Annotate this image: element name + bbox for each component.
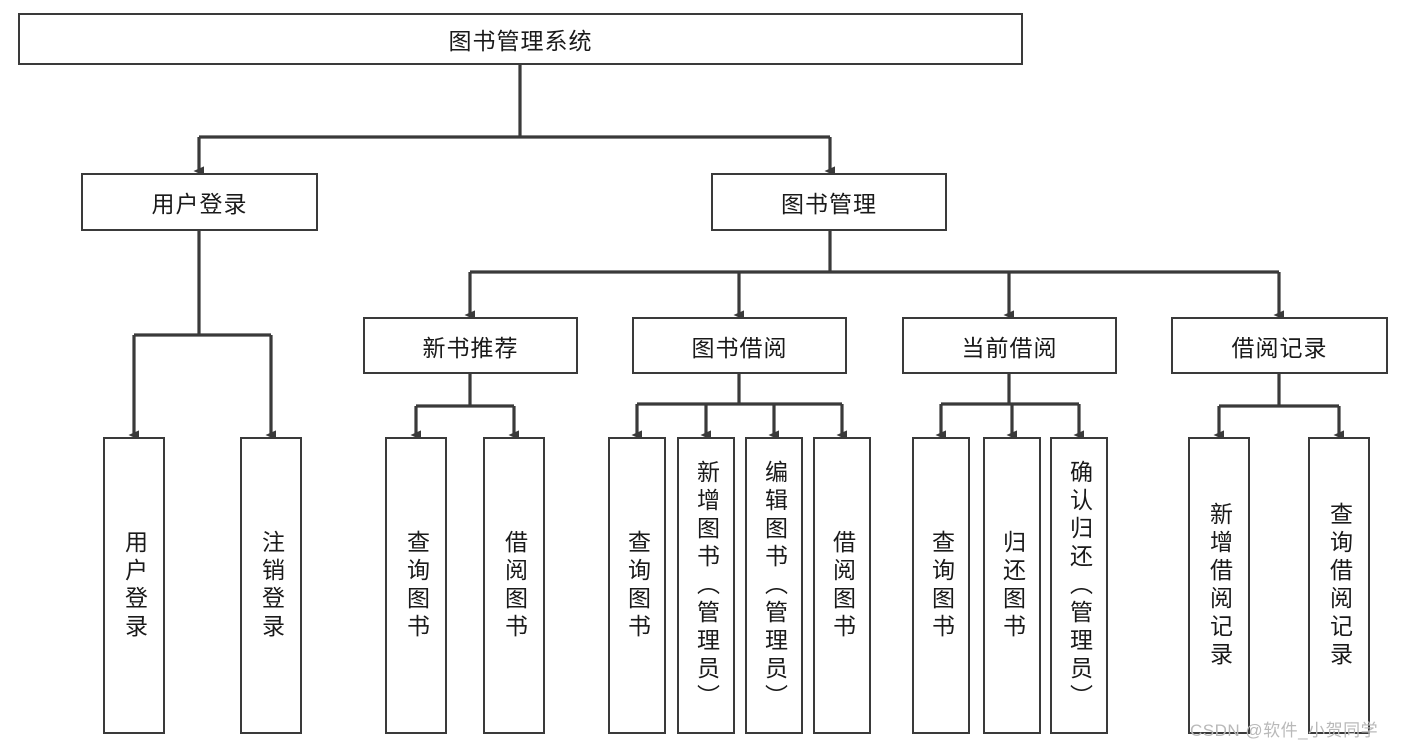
node-leaf-return-book[interactable]: 归还图书: [983, 437, 1041, 734]
node-leaf-return-book-label: 归还图书: [999, 529, 1026, 642]
node-leaf-borrow-book-1[interactable]: 借阅图书: [483, 437, 545, 734]
node-leaf-user-login[interactable]: 用户登录: [103, 437, 165, 734]
node-leaf-user-login-label: 用户登录: [121, 529, 148, 642]
node-leaf-add-book[interactable]: 新增图书（管理员）: [677, 437, 735, 734]
node-leaf-edit-book[interactable]: 编辑图书（管理员）: [745, 437, 803, 734]
node-book-borrow[interactable]: 图书借阅: [632, 317, 847, 374]
node-user-login[interactable]: 用户登录: [81, 173, 318, 231]
node-user-login-label: 用户登录: [151, 191, 248, 217]
node-leaf-query-book-3[interactable]: 查询图书: [912, 437, 970, 734]
node-current-borrow[interactable]: 当前借阅: [902, 317, 1117, 374]
node-leaf-logout-login[interactable]: 注销登录: [240, 437, 302, 734]
node-leaf-borrow-book-1-label: 借阅图书: [501, 529, 528, 642]
node-leaf-query-book-2[interactable]: 查询图书: [608, 437, 666, 734]
node-leaf-edit-book-label: 编辑图书（管理员）: [761, 459, 788, 712]
node-leaf-logout-login-label: 注销登录: [258, 529, 285, 642]
node-leaf-query-record[interactable]: 查询借阅记录: [1308, 437, 1370, 734]
node-root[interactable]: 图书管理系统: [18, 13, 1023, 65]
node-book-manage-label: 图书管理: [781, 191, 877, 217]
node-leaf-query-book-3-label: 查询图书: [928, 529, 955, 642]
node-leaf-add-record-label: 新增借阅记录: [1206, 501, 1233, 670]
node-new-book-recommend-label: 新书推荐: [422, 334, 519, 361]
node-leaf-borrow-book-2-label: 借阅图书: [829, 529, 856, 642]
node-leaf-add-book-label: 新增图书（管理员）: [693, 459, 720, 712]
node-new-book-recommend[interactable]: 新书推荐: [363, 317, 578, 374]
node-leaf-confirm-return[interactable]: 确认归还（管理员）: [1050, 437, 1108, 734]
node-book-manage[interactable]: 图书管理: [711, 173, 947, 231]
node-leaf-borrow-book-2[interactable]: 借阅图书: [813, 437, 871, 734]
node-leaf-query-book-1[interactable]: 查询图书: [385, 437, 447, 734]
node-borrow-record[interactable]: 借阅记录: [1171, 317, 1388, 374]
node-leaf-query-record-label: 查询借阅记录: [1326, 501, 1353, 670]
csdn-watermark: CSDN @软件_小贺同学: [1190, 721, 1379, 740]
node-leaf-confirm-return-label: 确认归还（管理员）: [1066, 459, 1093, 712]
node-leaf-query-book-2-label: 查询图书: [624, 529, 651, 642]
node-root-label: 图书管理系统: [448, 28, 593, 54]
node-borrow-record-label: 借阅记录: [1231, 334, 1328, 361]
node-leaf-query-book-1-label: 查询图书: [403, 529, 430, 642]
node-leaf-add-record[interactable]: 新增借阅记录: [1188, 437, 1250, 734]
node-book-borrow-label: 图书借阅: [691, 334, 788, 361]
node-current-borrow-label: 当前借阅: [961, 334, 1058, 361]
